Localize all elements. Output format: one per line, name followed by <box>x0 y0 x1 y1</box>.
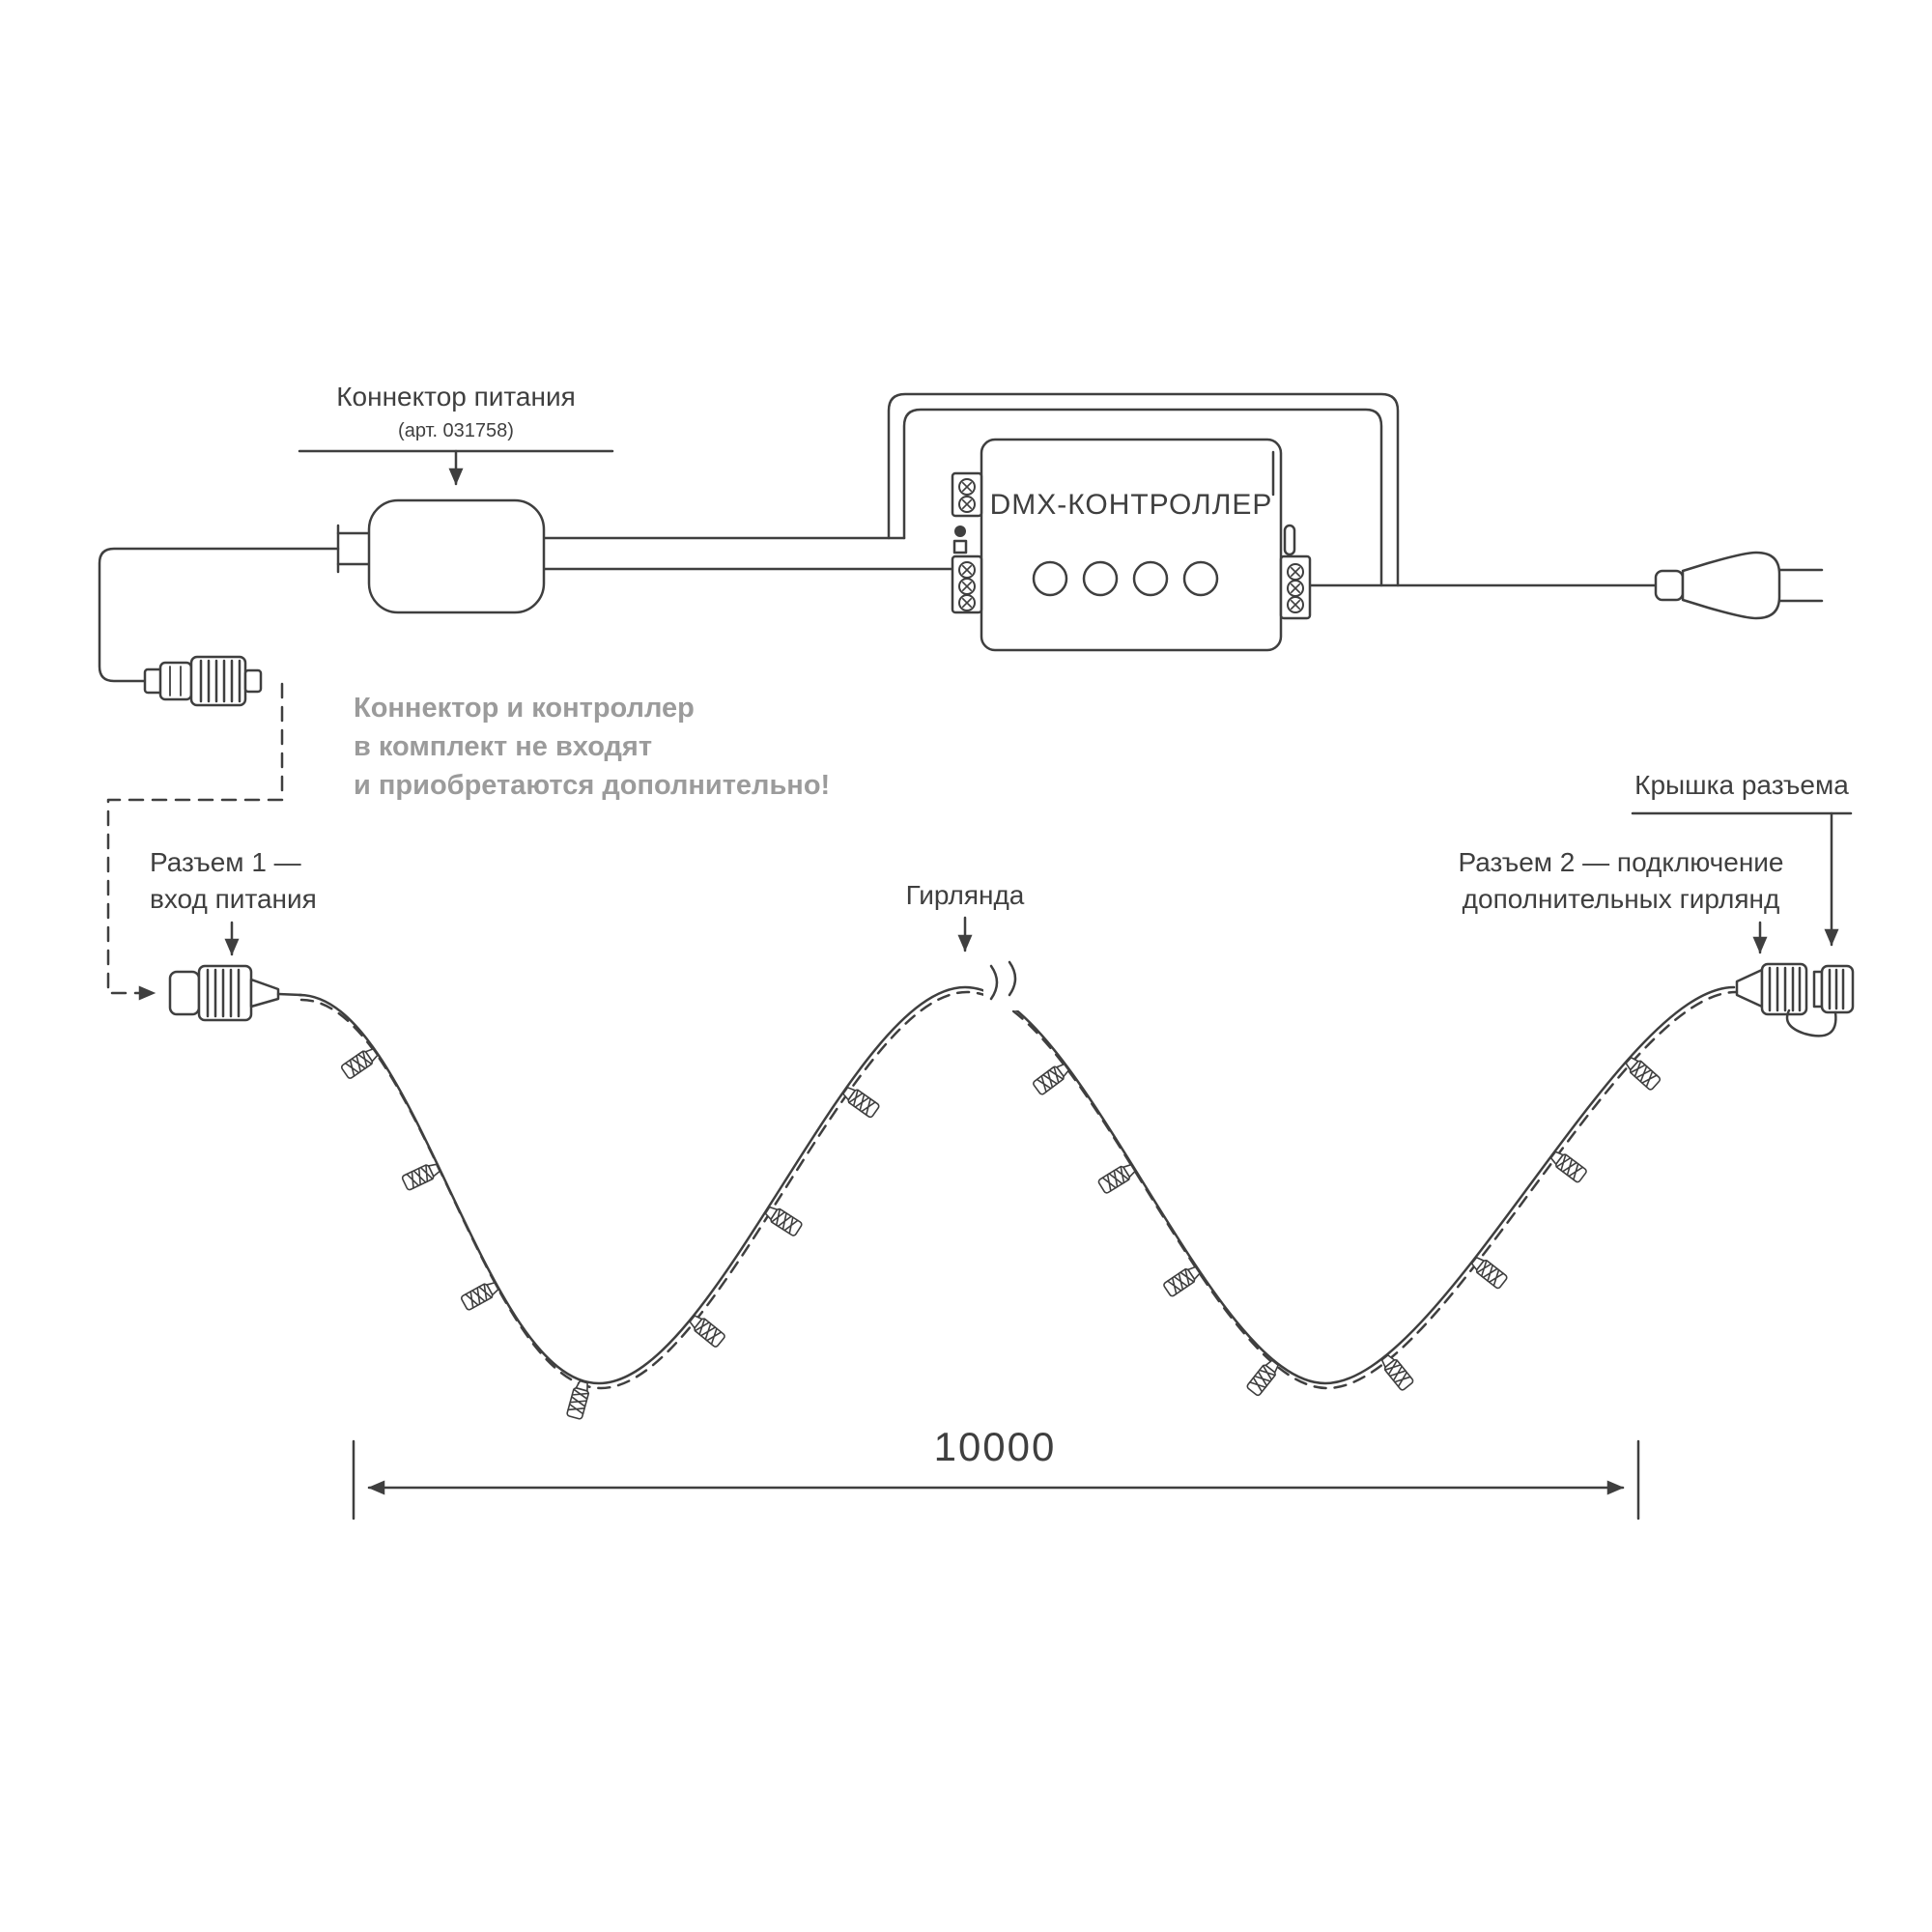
cap-tether <box>1785 1009 1837 1037</box>
connector2-label-line1: Разъем 2 — подключение <box>1458 847 1783 877</box>
garland-lamp <box>762 1203 804 1237</box>
garland-lamp <box>1548 1148 1589 1184</box>
wiring <box>98 392 1662 683</box>
connector1-label-line2: вход питания <box>150 884 317 914</box>
cap-label-text: Крышка разъема <box>1634 770 1849 800</box>
plug-body <box>1681 551 1781 620</box>
note-line-2: в комплект не входят <box>354 731 652 762</box>
garland-connector-1 <box>168 964 303 1022</box>
garland-lamp <box>339 1044 381 1081</box>
garland-lamp <box>686 1312 727 1350</box>
controller-title: DMX-КОНТРОЛЛЕР <box>990 489 1273 521</box>
power-connector-subtitle: (арт. 031758) <box>398 420 514 441</box>
controller-button-4 <box>1182 560 1219 597</box>
controller-button-2 <box>1082 560 1119 597</box>
garland-lamp <box>400 1159 442 1192</box>
power-plug <box>1654 551 1824 620</box>
power-input-cable <box>98 547 340 683</box>
connector-cap <box>1785 964 1855 1037</box>
garland-lamp <box>1096 1160 1138 1195</box>
garland-connector-2 <box>1735 962 1855 1037</box>
controller-box <box>980 438 1283 652</box>
garland-lamp <box>1031 1060 1072 1096</box>
garland <box>298 960 1738 1421</box>
connector2-label: Разъем 2 — подключение дополнительных ги… <box>1458 847 1784 954</box>
dmx-controller: DMX-КОНТРОЛЛЕР <box>951 438 1312 652</box>
garland-lamp <box>1378 1351 1415 1392</box>
connector1-label-line1: Разъем 1 — <box>150 847 301 877</box>
cap-label: Крышка разъема <box>1631 770 1853 947</box>
note-line-1: Коннектор и контроллер <box>354 693 695 724</box>
garland-lamp <box>565 1378 592 1421</box>
note-line-3: и приобретаются дополнительно! <box>354 770 830 801</box>
garland-lamp <box>459 1278 501 1312</box>
controller-button-3 <box>1132 560 1169 597</box>
loop-cable-outer <box>887 392 1400 587</box>
dimension-value: 10000 <box>934 1424 1057 1469</box>
note-block: Коннектор и контроллер в комплект не вхо… <box>354 693 830 801</box>
garland-lamp <box>1622 1054 1662 1092</box>
threaded-nut <box>189 655 247 707</box>
power-input-connector <box>143 655 263 707</box>
garland-wire <box>298 985 1736 1385</box>
controller-button-1 <box>1032 560 1068 597</box>
indicator-dot <box>954 526 966 537</box>
connector1-label: Разъем 1 — вход питания <box>150 847 317 956</box>
dimension: 10000 <box>352 1424 1640 1520</box>
garland-lamp <box>1468 1253 1509 1291</box>
garland-label: Гирлянда <box>906 880 1025 952</box>
power-connector <box>336 498 546 614</box>
wire-break-mark <box>983 960 1022 1010</box>
garland-lamp <box>1245 1357 1283 1398</box>
controller-slot <box>1283 524 1296 556</box>
garland-lamp <box>1161 1263 1204 1298</box>
garland-lamps <box>339 1044 1662 1421</box>
garland-label-text: Гирлянда <box>906 880 1025 910</box>
connector2-label-line2: дополнительных гирлянд <box>1463 884 1780 914</box>
dashed-connection-path <box>106 682 284 1001</box>
loop-cable-inner <box>902 408 1383 587</box>
power-connector-title: Коннектор питания <box>336 382 576 412</box>
power-connector-label: Коннектор питания (арт. 031758) <box>298 382 614 486</box>
garland-wire-twist <box>299 990 1738 1390</box>
garland-lamp <box>839 1083 881 1120</box>
power-connector-box <box>367 498 546 614</box>
